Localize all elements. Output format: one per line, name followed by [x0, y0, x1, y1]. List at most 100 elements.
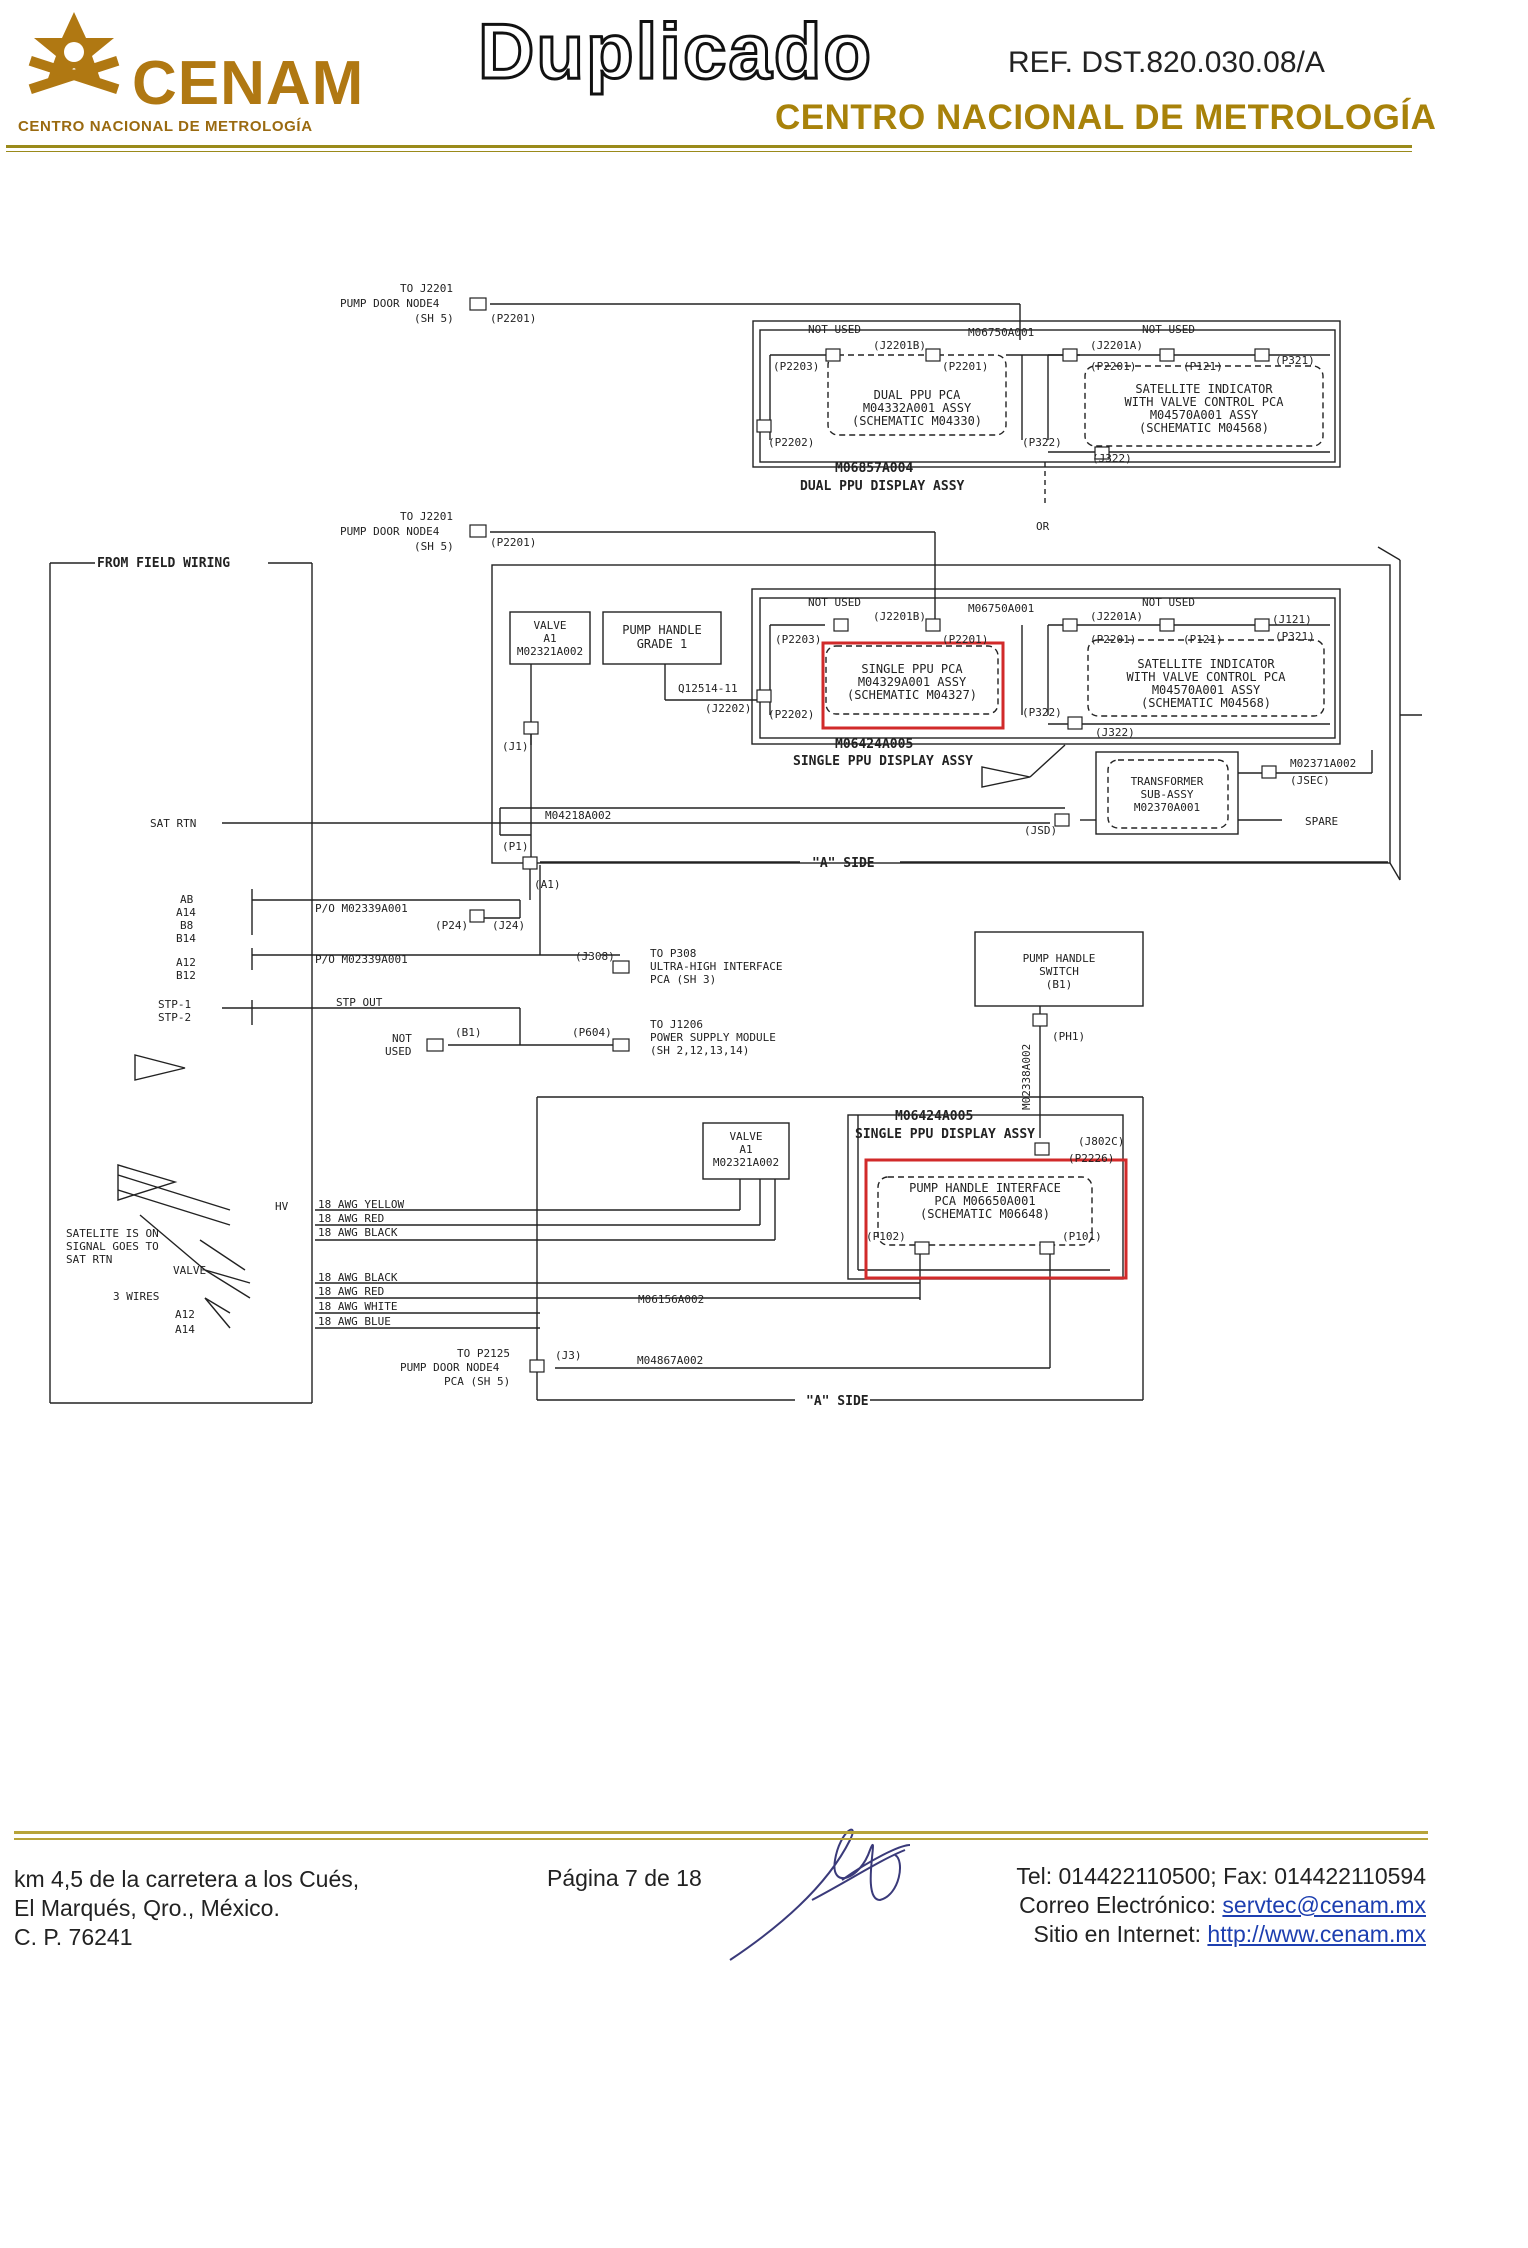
logo-subtitle: CENTRO NACIONAL DE METROLOGÍA — [18, 118, 313, 135]
terminal-b12: B12 — [176, 969, 196, 982]
terminal-ab: AB — [180, 893, 194, 906]
single-p121: (P121) — [1183, 633, 1223, 646]
m04867: M04867A002 — [637, 1354, 703, 1367]
p604: (P604) — [572, 1026, 612, 1039]
lower-a14: A14 — [175, 1323, 195, 1336]
dual-part-no: M06750A001 — [968, 326, 1034, 339]
dual-p322: (P322) — [1022, 436, 1062, 449]
dual-assy-name: DUAL PPU DISPLAY ASSY — [800, 479, 965, 494]
pump-handle-grade: GRADE 1 — [637, 637, 688, 651]
wire2-white: 18 AWG WHITE — [318, 1300, 397, 1313]
jsd: (JSD) — [1024, 824, 1057, 837]
dual-pca-line1: DUAL PPU PCA — [874, 388, 961, 402]
dual-or: OR — [1036, 520, 1050, 533]
transformer-line2: SUB-ASSY — [1141, 788, 1194, 801]
interface-line1: PUMP HANDLE INTERFACE — [909, 1181, 1061, 1195]
dual-pca-line3: (SCHEMATIC M04330) — [852, 414, 982, 428]
j2202: (J2202) — [705, 702, 751, 715]
top-feed-node: PUMP DOOR NODE4 — [340, 297, 440, 310]
dual-p2202: (P2202) — [768, 436, 814, 449]
single-j2201a: (J2201A) — [1090, 610, 1143, 623]
j24: (J24) — [492, 919, 525, 932]
terminal-a14: A14 — [176, 906, 196, 919]
dual-p2203: (P2203) — [773, 360, 819, 373]
p1: (P1) — [502, 840, 529, 853]
cenam-logo: CENAM CENTRO NACIONAL DE METROLOGÍA — [14, 8, 363, 138]
footer-rule-thin — [14, 1838, 1428, 1840]
dual-p2201: (P2201) — [942, 360, 988, 373]
single-j121: (J121) — [1272, 613, 1312, 626]
single-p2203: (P2203) — [775, 633, 821, 646]
m02371: M02371A002 — [1290, 757, 1356, 770]
lower-valve-label: VALVE — [729, 1130, 762, 1143]
dual-sat-line3: M04570A001 ASSY — [1150, 408, 1259, 422]
single-sat-line3: M04570A001 ASSY — [1152, 683, 1261, 697]
a-side-upper: "A" SIDE — [812, 856, 875, 871]
mid-feed-p2201: (P2201) — [490, 536, 536, 549]
cenam-emblem-icon — [28, 12, 120, 94]
po-1: P/O M02339A001 — [315, 902, 408, 915]
p101: (P101) — [1062, 1230, 1102, 1243]
wire1-red: 18 AWG RED — [318, 1212, 384, 1225]
to-j1206-line1: TO J1206 — [650, 1018, 703, 1031]
wire2-red: 18 AWG RED — [318, 1285, 384, 1298]
p102: (P102) — [866, 1230, 906, 1243]
b1: (B1) — [455, 1026, 482, 1039]
to-p2125-line1: TO P2125 — [457, 1347, 510, 1360]
address-line-2: El Marqués, Qro., México. — [14, 1895, 280, 1921]
single-not-used-right: NOT USED — [1142, 596, 1195, 609]
dual-assy-no: M06857A004 — [835, 461, 913, 476]
to-p2125-line3: PCA (SH 5) — [444, 1375, 510, 1388]
email-label: Correo Electrónico: — [1019, 1892, 1217, 1918]
lower-assy-no: M06424A005 — [895, 1109, 973, 1124]
p2226: (P2226) — [1068, 1152, 1114, 1165]
single-not-used-left: NOT USED — [808, 596, 861, 609]
web-link[interactable]: http://www.cenam.mx — [1207, 1921, 1426, 1947]
web-row: Sitio en Internet: http://www.cenam.mx — [968, 1920, 1426, 1949]
dual-p121: (P121) — [1183, 360, 1223, 373]
document-reference: REF. DST.820.030.08/A — [1008, 46, 1325, 79]
footer-rule — [14, 1831, 1428, 1834]
single-sat-line2: WITH VALVE CONTROL PCA — [1127, 670, 1287, 684]
transformer-line3: M02370A001 — [1134, 801, 1200, 814]
dual-j322: (J322) — [1092, 452, 1132, 465]
spare: SPARE — [1305, 815, 1338, 828]
email-link[interactable]: servtec@cenam.mx — [1222, 1892, 1426, 1918]
jsec: (JSEC) — [1290, 774, 1330, 787]
p24: (P24) — [435, 919, 468, 932]
dual-p321: (P321) — [1275, 354, 1315, 367]
email-row: Correo Electrónico: servtec@cenam.mx — [968, 1891, 1426, 1920]
single-p322: (P322) — [1022, 706, 1062, 719]
dual-sat-line4: (SCHEMATIC M04568) — [1139, 421, 1269, 435]
to-j1206-line2: POWER SUPPLY MODULE — [650, 1031, 776, 1044]
phs-line1: PUMP HANDLE — [1023, 952, 1096, 965]
stp-out: STP OUT — [336, 996, 383, 1009]
footer-address: km 4,5 de la carretera a los Cués, El Ma… — [14, 1865, 359, 1952]
to-p308-line1: TO P308 — [650, 947, 696, 960]
page-number: Página 7 de 18 — [547, 1865, 702, 1891]
q12514: Q12514-11 — [678, 682, 738, 695]
pump-handle-label: PUMP HANDLE — [622, 623, 701, 637]
j308: (J308) — [575, 950, 615, 963]
lower-a12: A12 — [175, 1308, 195, 1321]
phs-line3: (B1) — [1046, 978, 1073, 991]
a-side-lower: "A" SIDE — [806, 1394, 869, 1409]
terminal-b14: B14 — [176, 932, 196, 945]
interface-line3: (SCHEMATIC M06648) — [920, 1207, 1050, 1221]
sat-note-1: SATELITE IS ON — [66, 1227, 159, 1240]
dual-j2201a: (J2201A) — [1090, 339, 1143, 352]
single-p2202: (P2202) — [768, 708, 814, 721]
three-wires: 3 WIRES — [113, 1290, 159, 1303]
from-field-wiring: FROM FIELD WIRING — [97, 556, 230, 571]
single-pca-line2: M04329A001 ASSY — [858, 675, 967, 689]
address-line-1: km 4,5 de la carretera a los Cués, — [14, 1866, 360, 1892]
to-j1206-line3: (SH 2,12,13,14) — [650, 1044, 749, 1057]
mid-feed-node: PUMP DOOR NODE4 — [340, 525, 440, 538]
duplicado-stamp: Duplicado — [476, 6, 874, 97]
po-2: P/O M02339A001 — [315, 953, 408, 966]
institution-name: CENTRO NACIONAL DE METROLOGÍA — [775, 98, 1437, 137]
m06156: M06156A002 — [638, 1293, 704, 1306]
terminal-a12: A12 — [176, 956, 196, 969]
valve-small: VALVE — [173, 1264, 206, 1277]
signature — [729, 1828, 911, 1961]
